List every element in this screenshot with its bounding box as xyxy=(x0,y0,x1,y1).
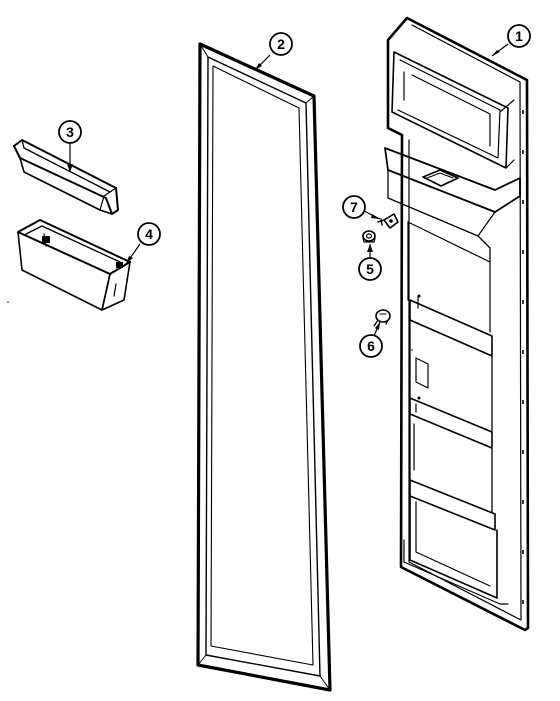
door-gasket-part xyxy=(196,42,332,692)
callout-4: 4 xyxy=(137,222,161,246)
door-liner-part xyxy=(384,16,530,632)
cap-plug-part xyxy=(373,309,391,327)
callout-label-6: 6 xyxy=(367,338,375,354)
callout-3: 3 xyxy=(58,120,82,144)
callout-label-5: 5 xyxy=(366,261,374,277)
callout-5: 5 xyxy=(358,257,382,281)
screw-part xyxy=(377,213,399,229)
scan-speck xyxy=(7,301,9,303)
callout-7: 7 xyxy=(342,195,366,219)
nut-part xyxy=(362,230,376,243)
door-shelf-small-part xyxy=(13,139,119,215)
callout-1: 1 xyxy=(507,24,531,48)
callout-2: 2 xyxy=(269,32,293,56)
callout-label-7: 7 xyxy=(350,199,358,215)
callout-6: 6 xyxy=(359,334,383,358)
callout-label-4: 4 xyxy=(145,226,153,242)
callout-label-3: 3 xyxy=(66,124,74,140)
callout-label-1: 1 xyxy=(515,28,523,44)
leader-lines xyxy=(67,43,509,337)
scan-speck xyxy=(411,349,413,351)
door-bin-large-part xyxy=(17,219,131,311)
callout-label-2: 2 xyxy=(277,36,285,52)
